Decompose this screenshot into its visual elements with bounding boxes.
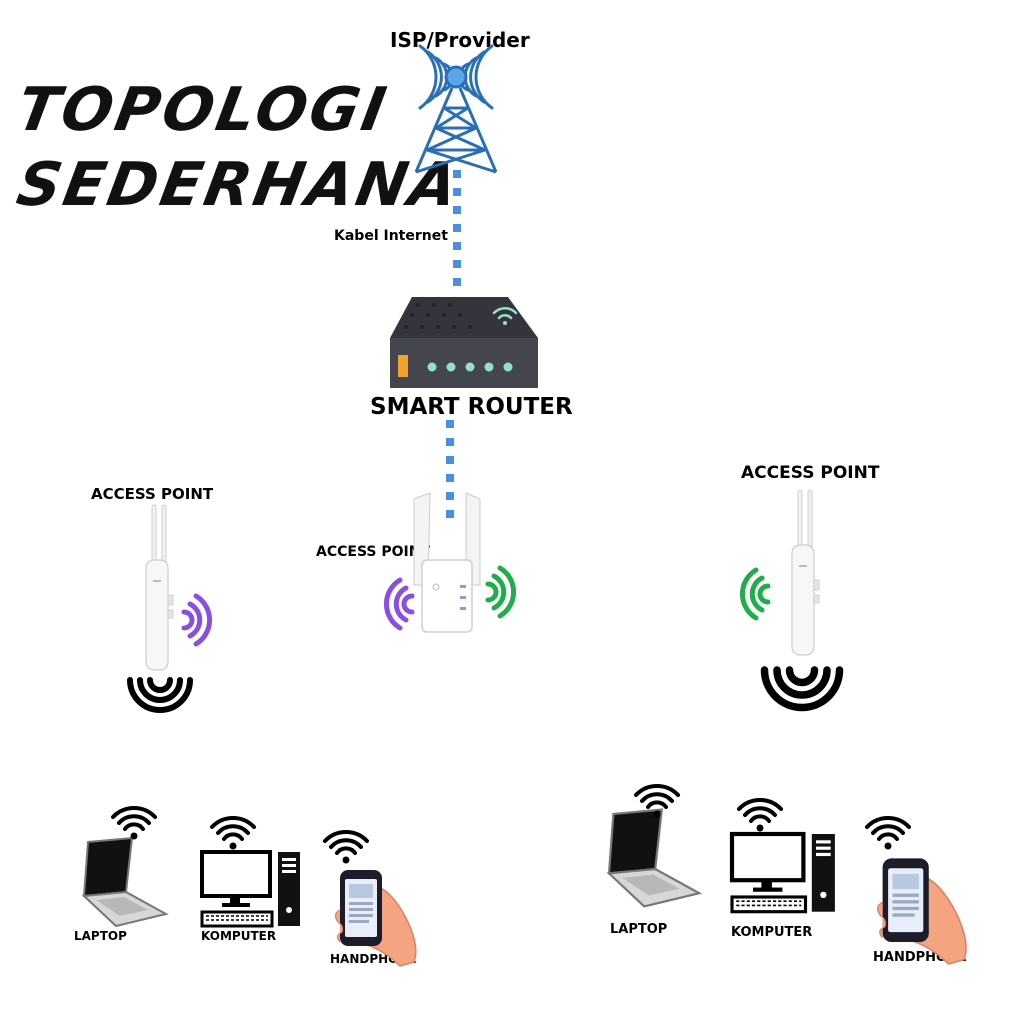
computer-icon-left [200,850,302,928]
wifi-icon-phone-right [865,816,911,852]
handphone-icon-left [334,869,417,967]
wifi-signal-down-right [765,670,840,708]
wifi-icon-computer-right [737,798,783,834]
laptop-icon-right [607,808,701,908]
cable-label: Kabel Internet [334,228,448,244]
wifi-signal-green-right [739,567,771,621]
laptop-icon-left [83,837,167,927]
computer-label-left: KOMPUTER [201,929,277,943]
wifi-signal-purple-left [181,593,213,647]
ap-right-label: ACCESS POINT [741,463,880,483]
handphone-icon-right [876,857,967,965]
outdoor-access-point-icon-left [145,504,174,671]
router-icon [390,297,538,388]
router-label: SMART ROUTER [370,394,573,420]
router-wifi-icon [492,306,518,325]
tower-icon [414,44,498,174]
ap-center-label: ACCESS POINT [316,544,430,560]
laptop-label-left: LAPTOP [74,929,127,943]
isp-label: ISP/Provider [390,28,530,52]
wifi-signal-green-center [485,565,517,619]
wifi-icon-laptop-left [111,806,157,842]
wifi-icon-phone-left [323,830,369,866]
laptop-label-right: LAPTOP [610,922,668,937]
outdoor-access-point-icon-right [791,489,820,656]
ap-left-label: ACCESS POINT [91,485,214,503]
wifi-signal-down-left [130,680,190,710]
range-extender-icon [413,492,481,633]
wifi-icon-computer-left [210,816,256,852]
computer-label-right: KOMPUTER [731,925,813,940]
computer-icon-right [732,834,835,912]
wifi-signal-purple-center [383,577,415,631]
